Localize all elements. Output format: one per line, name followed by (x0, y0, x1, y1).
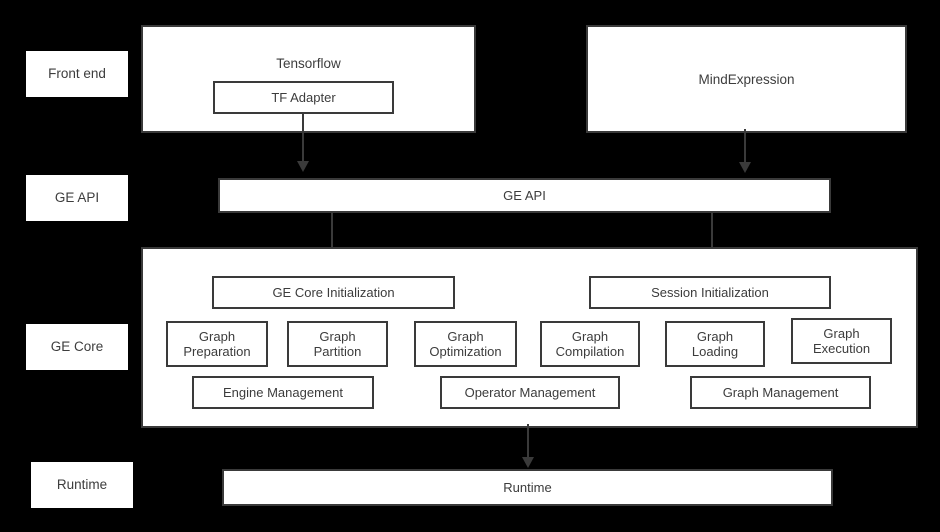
graph-compilation-box[interactable]: Graph Compilation (540, 321, 640, 367)
arrowhead-ge-core-to-runtime (522, 457, 534, 468)
graph-execution-box[interactable]: Graph Execution (791, 318, 892, 364)
tier-label-ge-core: GE Core (26, 324, 128, 370)
connector-tf-adapter-to-ge-api (302, 114, 304, 163)
session-initialization-box[interactable]: Session Initialization (589, 276, 831, 309)
mindexpression-container: MindExpression (586, 25, 907, 133)
graph-preparation-box[interactable]: Graph Preparation (166, 321, 268, 367)
mindexpression-title: MindExpression (698, 72, 795, 87)
connector-ge-api-to-session-init (711, 213, 713, 265)
connector-mindexpression-to-ge-api (744, 129, 746, 164)
operator-management-box[interactable]: Operator Management (440, 376, 620, 409)
tf-adapter-box[interactable]: TF Adapter (213, 81, 394, 114)
tensorflow-container: Tensorflow (141, 25, 476, 133)
graph-optimization-box[interactable]: Graph Optimization (414, 321, 517, 367)
connector-ge-api-to-ge-core-init (331, 213, 333, 265)
ge-api-bar[interactable]: GE API (218, 178, 831, 213)
tier-label-runtime: Runtime (31, 462, 133, 508)
runtime-bar[interactable]: Runtime (222, 469, 833, 506)
engine-management-box[interactable]: Engine Management (192, 376, 374, 409)
graph-loading-box[interactable]: Graph Loading (665, 321, 765, 367)
tier-label-ge-api: GE API (26, 175, 128, 221)
connector-ge-core-to-runtime (527, 424, 529, 459)
tensorflow-title: Tensorflow (276, 56, 341, 71)
arrowhead-mindexpression-to-ge-api (739, 162, 751, 173)
graph-management-box[interactable]: Graph Management (690, 376, 871, 409)
graph-partition-box[interactable]: Graph Partition (287, 321, 388, 367)
tier-label-front-end: Front end (26, 51, 128, 97)
arrowhead-tf-adapter-to-ge-api (297, 161, 309, 172)
ge-core-initialization-box[interactable]: GE Core Initialization (212, 276, 455, 309)
